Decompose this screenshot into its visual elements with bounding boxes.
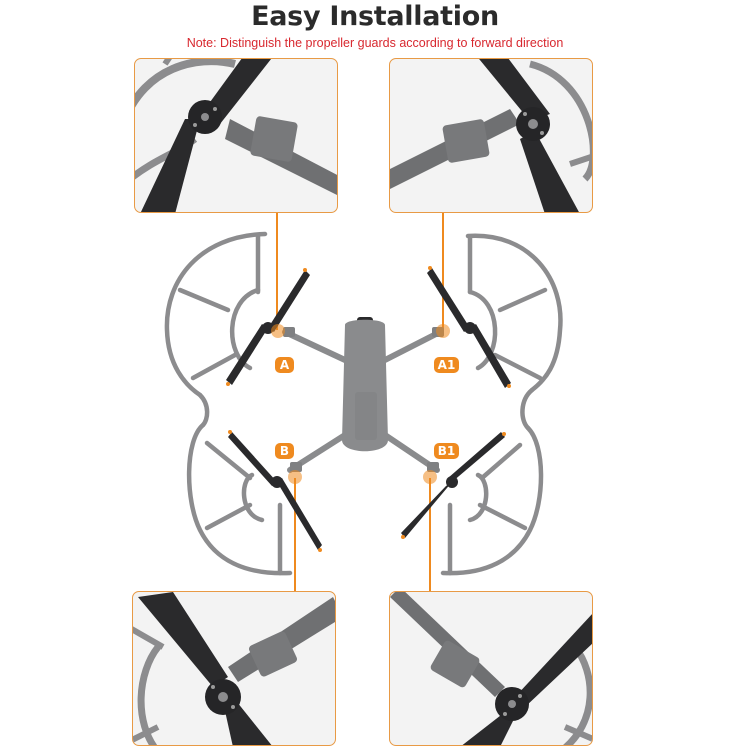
detail-panel-a: [134, 58, 338, 213]
label-badge-b: B: [275, 443, 294, 459]
direction-note: Note: Distinguish the propeller guards a…: [186, 36, 564, 50]
closeup-b1-image: [390, 592, 592, 745]
clip-highlights: [271, 324, 450, 484]
closeup-a1-image: [390, 59, 592, 212]
left-propeller-guard: [164, 231, 293, 576]
detail-panel-a1: [389, 58, 593, 213]
leader-lines: [276, 213, 444, 591]
propellers: [226, 266, 511, 552]
label-badge-a1: A1: [434, 357, 459, 373]
label-badge-a: A: [275, 357, 294, 373]
drone-body: [342, 317, 388, 452]
label-badge-b1: B1: [434, 443, 459, 459]
closeup-b-image: [133, 592, 335, 745]
closeup-a-image: [135, 59, 337, 212]
right-propeller-guard: [440, 233, 563, 576]
detail-panel-b: [132, 591, 336, 746]
page-title: Easy Installation: [251, 1, 499, 32]
detail-panel-b1: [389, 591, 593, 746]
